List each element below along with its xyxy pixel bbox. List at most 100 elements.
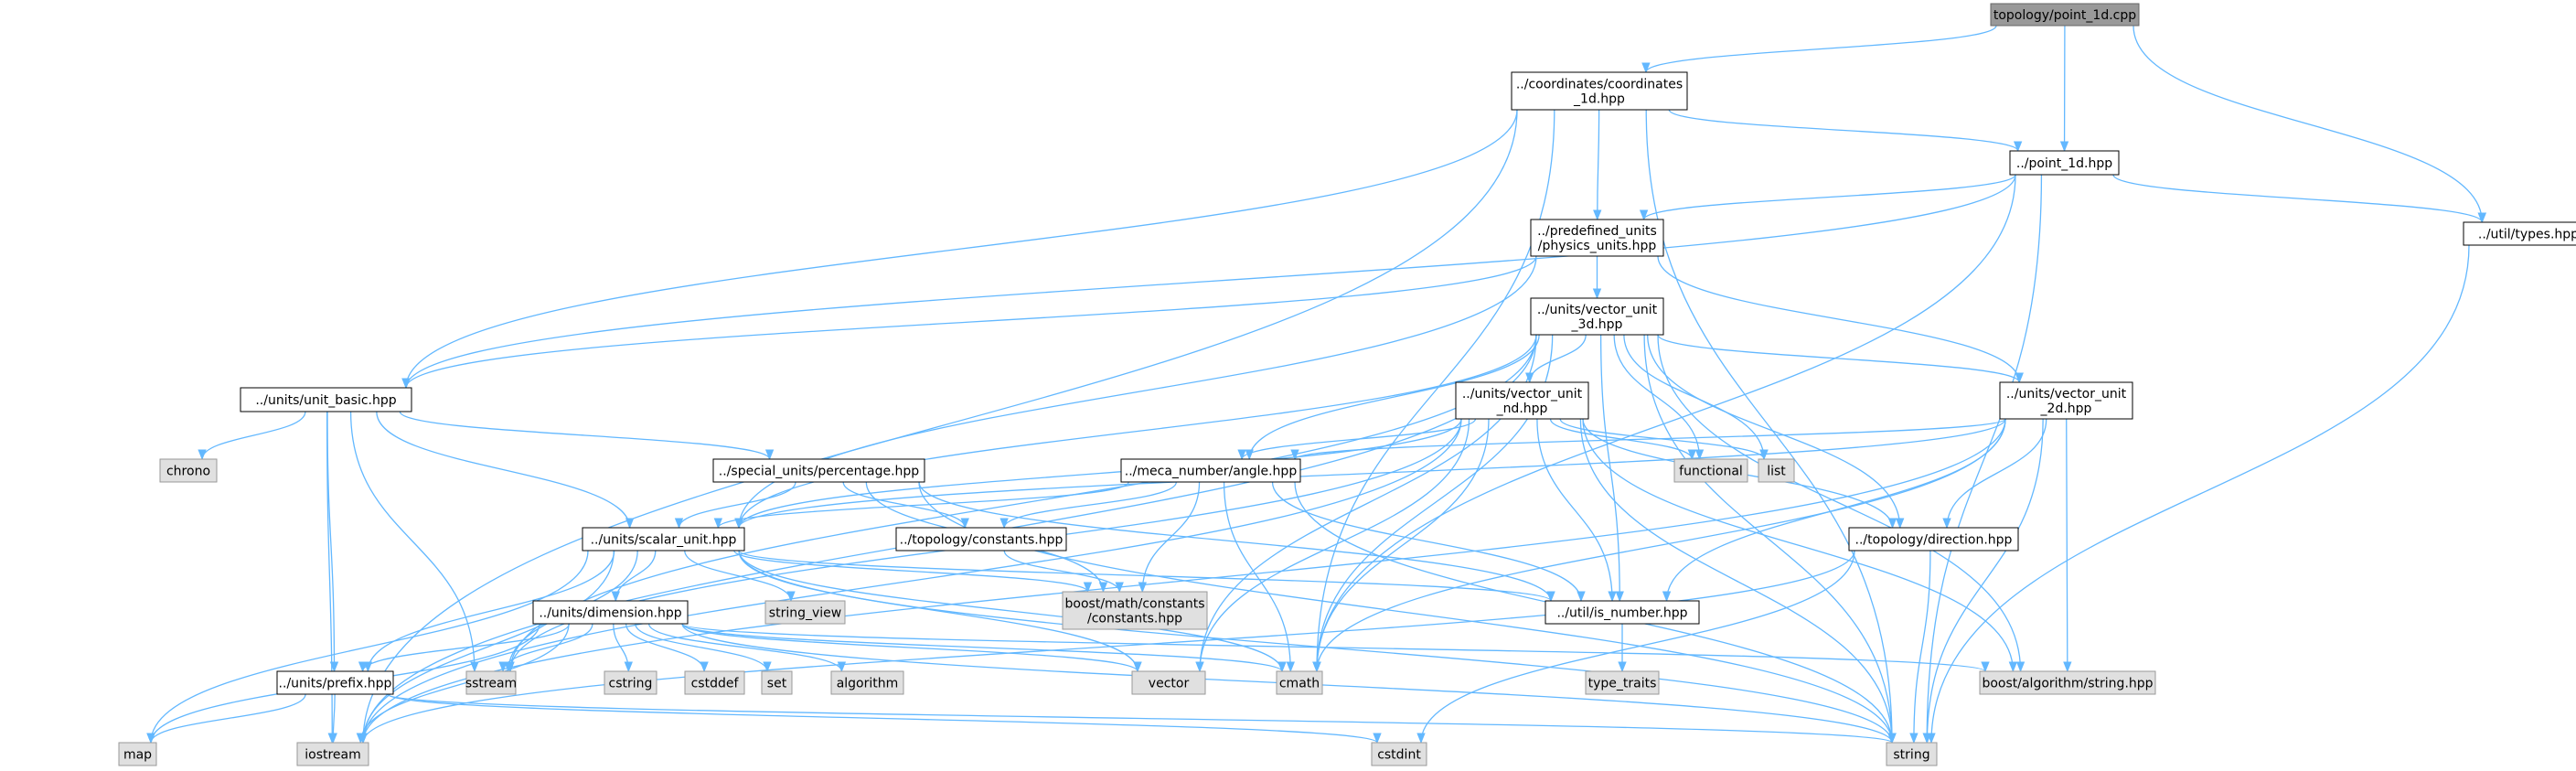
node-label: ../units/vector_unit bbox=[1537, 303, 1658, 317]
node-label: list bbox=[1767, 465, 1786, 479]
node-vecnd[interactable]: ../units/vector_unit_nd.hpp bbox=[1455, 381, 1589, 420]
edge-vec3d-to-vec2d bbox=[1657, 334, 2024, 384]
edge-percentage-to-isnumber bbox=[918, 481, 1555, 603]
edge-root-to-coord1d bbox=[1641, 25, 1997, 74]
edge-root-to-types bbox=[2132, 25, 2486, 224]
edge-prefix-to-string bbox=[387, 693, 1897, 744]
edge-vec2d-to-angle bbox=[1290, 418, 2006, 461]
edge-unitbasic-to-scalar bbox=[376, 411, 635, 530]
node-box bbox=[2463, 221, 2576, 246]
node-stringview: string_view bbox=[764, 600, 846, 625]
edge-vec3d-to-isnumber bbox=[1599, 334, 1624, 603]
edge-angle-to-topoconst bbox=[999, 481, 1177, 530]
nodes-layer: topology/point_1d.cpp ../coordinates/coor… bbox=[118, 3, 2576, 766]
node-label: iostream bbox=[305, 748, 361, 763]
edge-vec3d-to-functional bbox=[1613, 334, 1705, 461]
edge-prefix-to-iostream bbox=[328, 693, 337, 744]
node-vec3d[interactable]: ../units/vector_unit_3d.hpp bbox=[1530, 297, 1664, 336]
node-label: _3d.hpp bbox=[1571, 317, 1623, 332]
node-coord1d[interactable]: ../coordinates/coordinates_1d.hpp bbox=[1511, 71, 1688, 111]
node-topoconst[interactable]: ../topology/constants.hpp bbox=[895, 527, 1067, 551]
node-cstddef: cstddef bbox=[684, 670, 745, 695]
node-label: ../units/vector_unit bbox=[2006, 387, 2127, 402]
edge-scalar-to-boostconst bbox=[733, 550, 1092, 594]
node-label: functional bbox=[1679, 465, 1743, 479]
node-box bbox=[1848, 527, 2019, 551]
node-label: cmath bbox=[1279, 677, 1320, 691]
node-string: string bbox=[1886, 742, 1938, 766]
node-physunits[interactable]: ../predefined_units/physics_units.hpp bbox=[1530, 219, 1664, 257]
node-label: boost/math/constants bbox=[1065, 597, 1205, 612]
node-vec2d[interactable]: ../units/vector_unit_2d.hpp bbox=[1999, 381, 2133, 420]
node-angle[interactable]: ../meca_number/angle.hpp bbox=[1120, 458, 1301, 483]
node-sstream: sstream bbox=[465, 670, 517, 695]
edge-coord1d-to-string bbox=[1645, 109, 1897, 744]
node-label: ../coordinates/coordinates bbox=[1516, 78, 1683, 92]
node-types[interactable]: ../util/types.hpp bbox=[2463, 221, 2576, 246]
node-typetraits: type_traits bbox=[1585, 670, 1660, 695]
node-box bbox=[1455, 381, 1589, 420]
node-box bbox=[1886, 742, 1938, 766]
node-box bbox=[1999, 381, 2133, 420]
node-label: ../topology/constants.hpp bbox=[900, 533, 1064, 548]
node-dimension[interactable]: ../units/dimension.hpp bbox=[532, 600, 689, 625]
edge-direction-to-cstdint bbox=[1416, 550, 1855, 744]
edge-angle-to-cmath bbox=[1223, 481, 1295, 673]
node-direction[interactable]: ../topology/direction.hpp bbox=[1848, 527, 2019, 551]
node-box bbox=[1758, 458, 1795, 483]
node-list: list bbox=[1758, 458, 1795, 483]
edge-vec3d-to-angle bbox=[1245, 334, 1540, 461]
edge-vec3d-to-vecnd bbox=[1525, 334, 1587, 384]
node-label: cstdint bbox=[1377, 748, 1421, 763]
node-box bbox=[712, 458, 925, 483]
node-root[interactable]: topology/point_1d.cpp bbox=[1990, 3, 2140, 27]
node-scalar[interactable]: ../units/scalar_unit.hpp bbox=[582, 527, 745, 551]
edge-vecnd-to-isnumber bbox=[1536, 418, 1617, 603]
edge-vecnd-to-functional bbox=[1549, 418, 1696, 461]
edge-coord1d-to-iostream bbox=[358, 109, 1518, 744]
node-label: ../units/vector_unit bbox=[1462, 387, 1583, 402]
edge-dimension-to-cstddef bbox=[625, 623, 709, 673]
node-box bbox=[1511, 71, 1688, 111]
node-label: ../util/types.hpp bbox=[2478, 228, 2576, 242]
node-box bbox=[296, 742, 369, 766]
node-label: ../units/dimension.hpp bbox=[539, 606, 681, 621]
edge-angle-to-scalar bbox=[713, 481, 1129, 530]
edge-coord1d-to-point1d bbox=[1668, 109, 2023, 153]
node-unitbasic[interactable]: ../units/unit_basic.hpp bbox=[240, 387, 412, 412]
node-label: /physics_units.hpp bbox=[1538, 239, 1657, 253]
node-box bbox=[1530, 297, 1664, 336]
edge-point1d-to-cmath bbox=[1312, 174, 2016, 673]
edge-unitbasic-to-chrono bbox=[198, 411, 306, 461]
node-cstdint: cstdint bbox=[1371, 742, 1427, 766]
node-label: boost/algorithm/string.hpp bbox=[1982, 677, 2153, 691]
node-point1d[interactable]: ../point_1d.hpp bbox=[2009, 150, 2120, 176]
node-label: ../units/unit_basic.hpp bbox=[255, 393, 396, 408]
node-isnumber[interactable]: ../util/is_number.hpp bbox=[1545, 600, 1700, 625]
node-box bbox=[465, 670, 517, 695]
node-box bbox=[1545, 600, 1700, 625]
node-prefix[interactable]: ../units/prefix.hpp bbox=[276, 670, 394, 695]
node-percentage[interactable]: ../special_units/percentage.hpp bbox=[712, 458, 925, 483]
node-box bbox=[1276, 670, 1323, 695]
edge-vec3d-to-direction bbox=[1647, 334, 1905, 530]
edge-percentage-to-scalar bbox=[674, 481, 796, 530]
node-cmath: cmath bbox=[1276, 670, 1323, 695]
node-label: ../units/scalar_unit.hpp bbox=[591, 533, 737, 548]
node-box bbox=[1990, 3, 2140, 27]
node-box bbox=[1120, 458, 1301, 483]
edge-dimension-to-prefix bbox=[358, 623, 570, 673]
node-vector: vector bbox=[1131, 670, 1206, 695]
edge-vec2d-to-scalar bbox=[734, 418, 2006, 530]
edge-prefix-to-map bbox=[146, 693, 306, 744]
edge-physunits-to-unitbasic bbox=[401, 255, 1537, 390]
edge-coord1d-to-unitbasic bbox=[401, 109, 1518, 390]
edge-percentage-to-topoconst bbox=[842, 481, 969, 530]
edge-direction-to-string bbox=[1909, 550, 1931, 744]
node-label: /constants.hpp bbox=[1087, 612, 1182, 626]
edge-scalar-to-cmath bbox=[738, 550, 1287, 673]
node-label: ../point_1d.hpp bbox=[2016, 156, 2112, 171]
edge-types-to-string bbox=[1927, 244, 2470, 744]
edge-vec2d-to-string bbox=[1922, 418, 2044, 744]
node-box bbox=[118, 742, 157, 766]
